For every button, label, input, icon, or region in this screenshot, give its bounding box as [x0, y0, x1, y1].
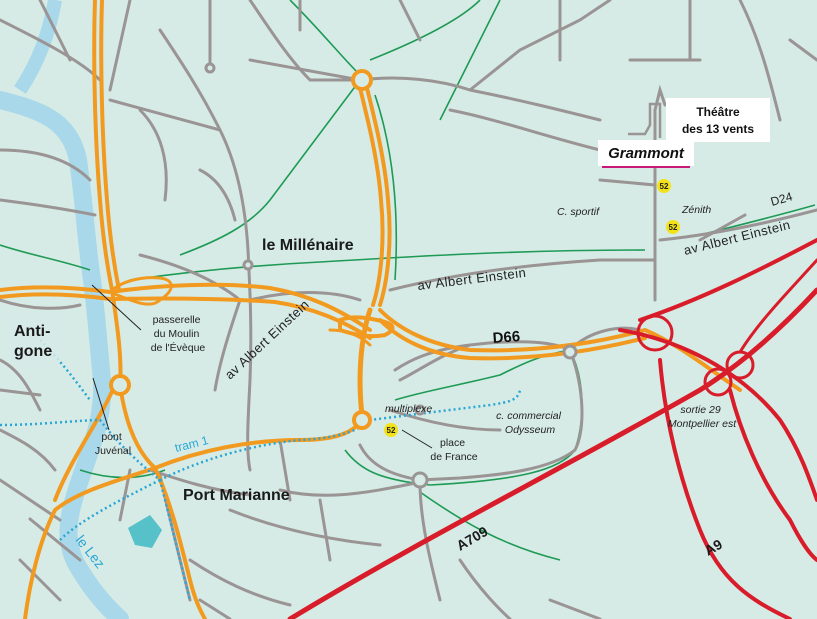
theatre-label-line1: Théâtre — [696, 105, 740, 119]
label-d66: D66 — [492, 328, 521, 347]
bus-badge-text: 52 — [387, 426, 396, 435]
place-millenaire: le Millénaire — [262, 237, 354, 254]
passerelle-leader — [91, 284, 142, 331]
place-port-marianne: Port Marianne — [183, 487, 290, 504]
roundabouts — [109, 69, 373, 430]
place-grammont: Grammont — [608, 145, 685, 162]
label-multiplexe: multiplexe — [385, 403, 432, 415]
tram-line-branch — [39, 339, 192, 601]
motorways — [287, 238, 817, 619]
place-antigone-line1: Anti- — [14, 323, 50, 340]
bus-badge-text: 52 — [660, 182, 669, 191]
bus-badge-zenith: 52 — [666, 220, 680, 234]
label-pont: pont Juvénal — [95, 431, 131, 457]
pont-leader — [92, 377, 110, 431]
place-antigone-line2: gone — [14, 343, 52, 360]
antigone-bg — [8, 318, 60, 362]
bus-badge-text: 52 — [669, 223, 678, 232]
label-sortie: sortie 29 Montpellier est — [668, 404, 737, 430]
grammont-label-box — [598, 140, 694, 166]
major-roads — [0, 0, 742, 619]
label-d24: D24 — [769, 189, 794, 209]
place-france-leader — [401, 429, 433, 449]
bus-badge-grammont: 52 — [657, 179, 671, 193]
theatre-building — [628, 102, 662, 138]
tram-line — [0, 389, 522, 482]
theatre-label-box — [666, 98, 770, 142]
label-passerelle: passerelle du Moulin de l'Évèque — [151, 314, 206, 354]
theatre-label-line2: des 13 vents — [682, 122, 754, 136]
label-place-france: place de France — [430, 437, 477, 463]
bus-badge-multiplexe: 52 — [384, 423, 398, 437]
label-commercial: c. commercial Odysseum — [496, 410, 564, 436]
grey-roundabouts — [204, 62, 578, 489]
river-lez — [0, 91, 129, 619]
label-zenith: Zénith — [681, 204, 711, 216]
pond — [128, 515, 162, 548]
label-a9: A9 — [702, 536, 726, 559]
label-sportif: C. sportif — [557, 206, 600, 218]
river-lez-branch — [14, 0, 62, 94]
